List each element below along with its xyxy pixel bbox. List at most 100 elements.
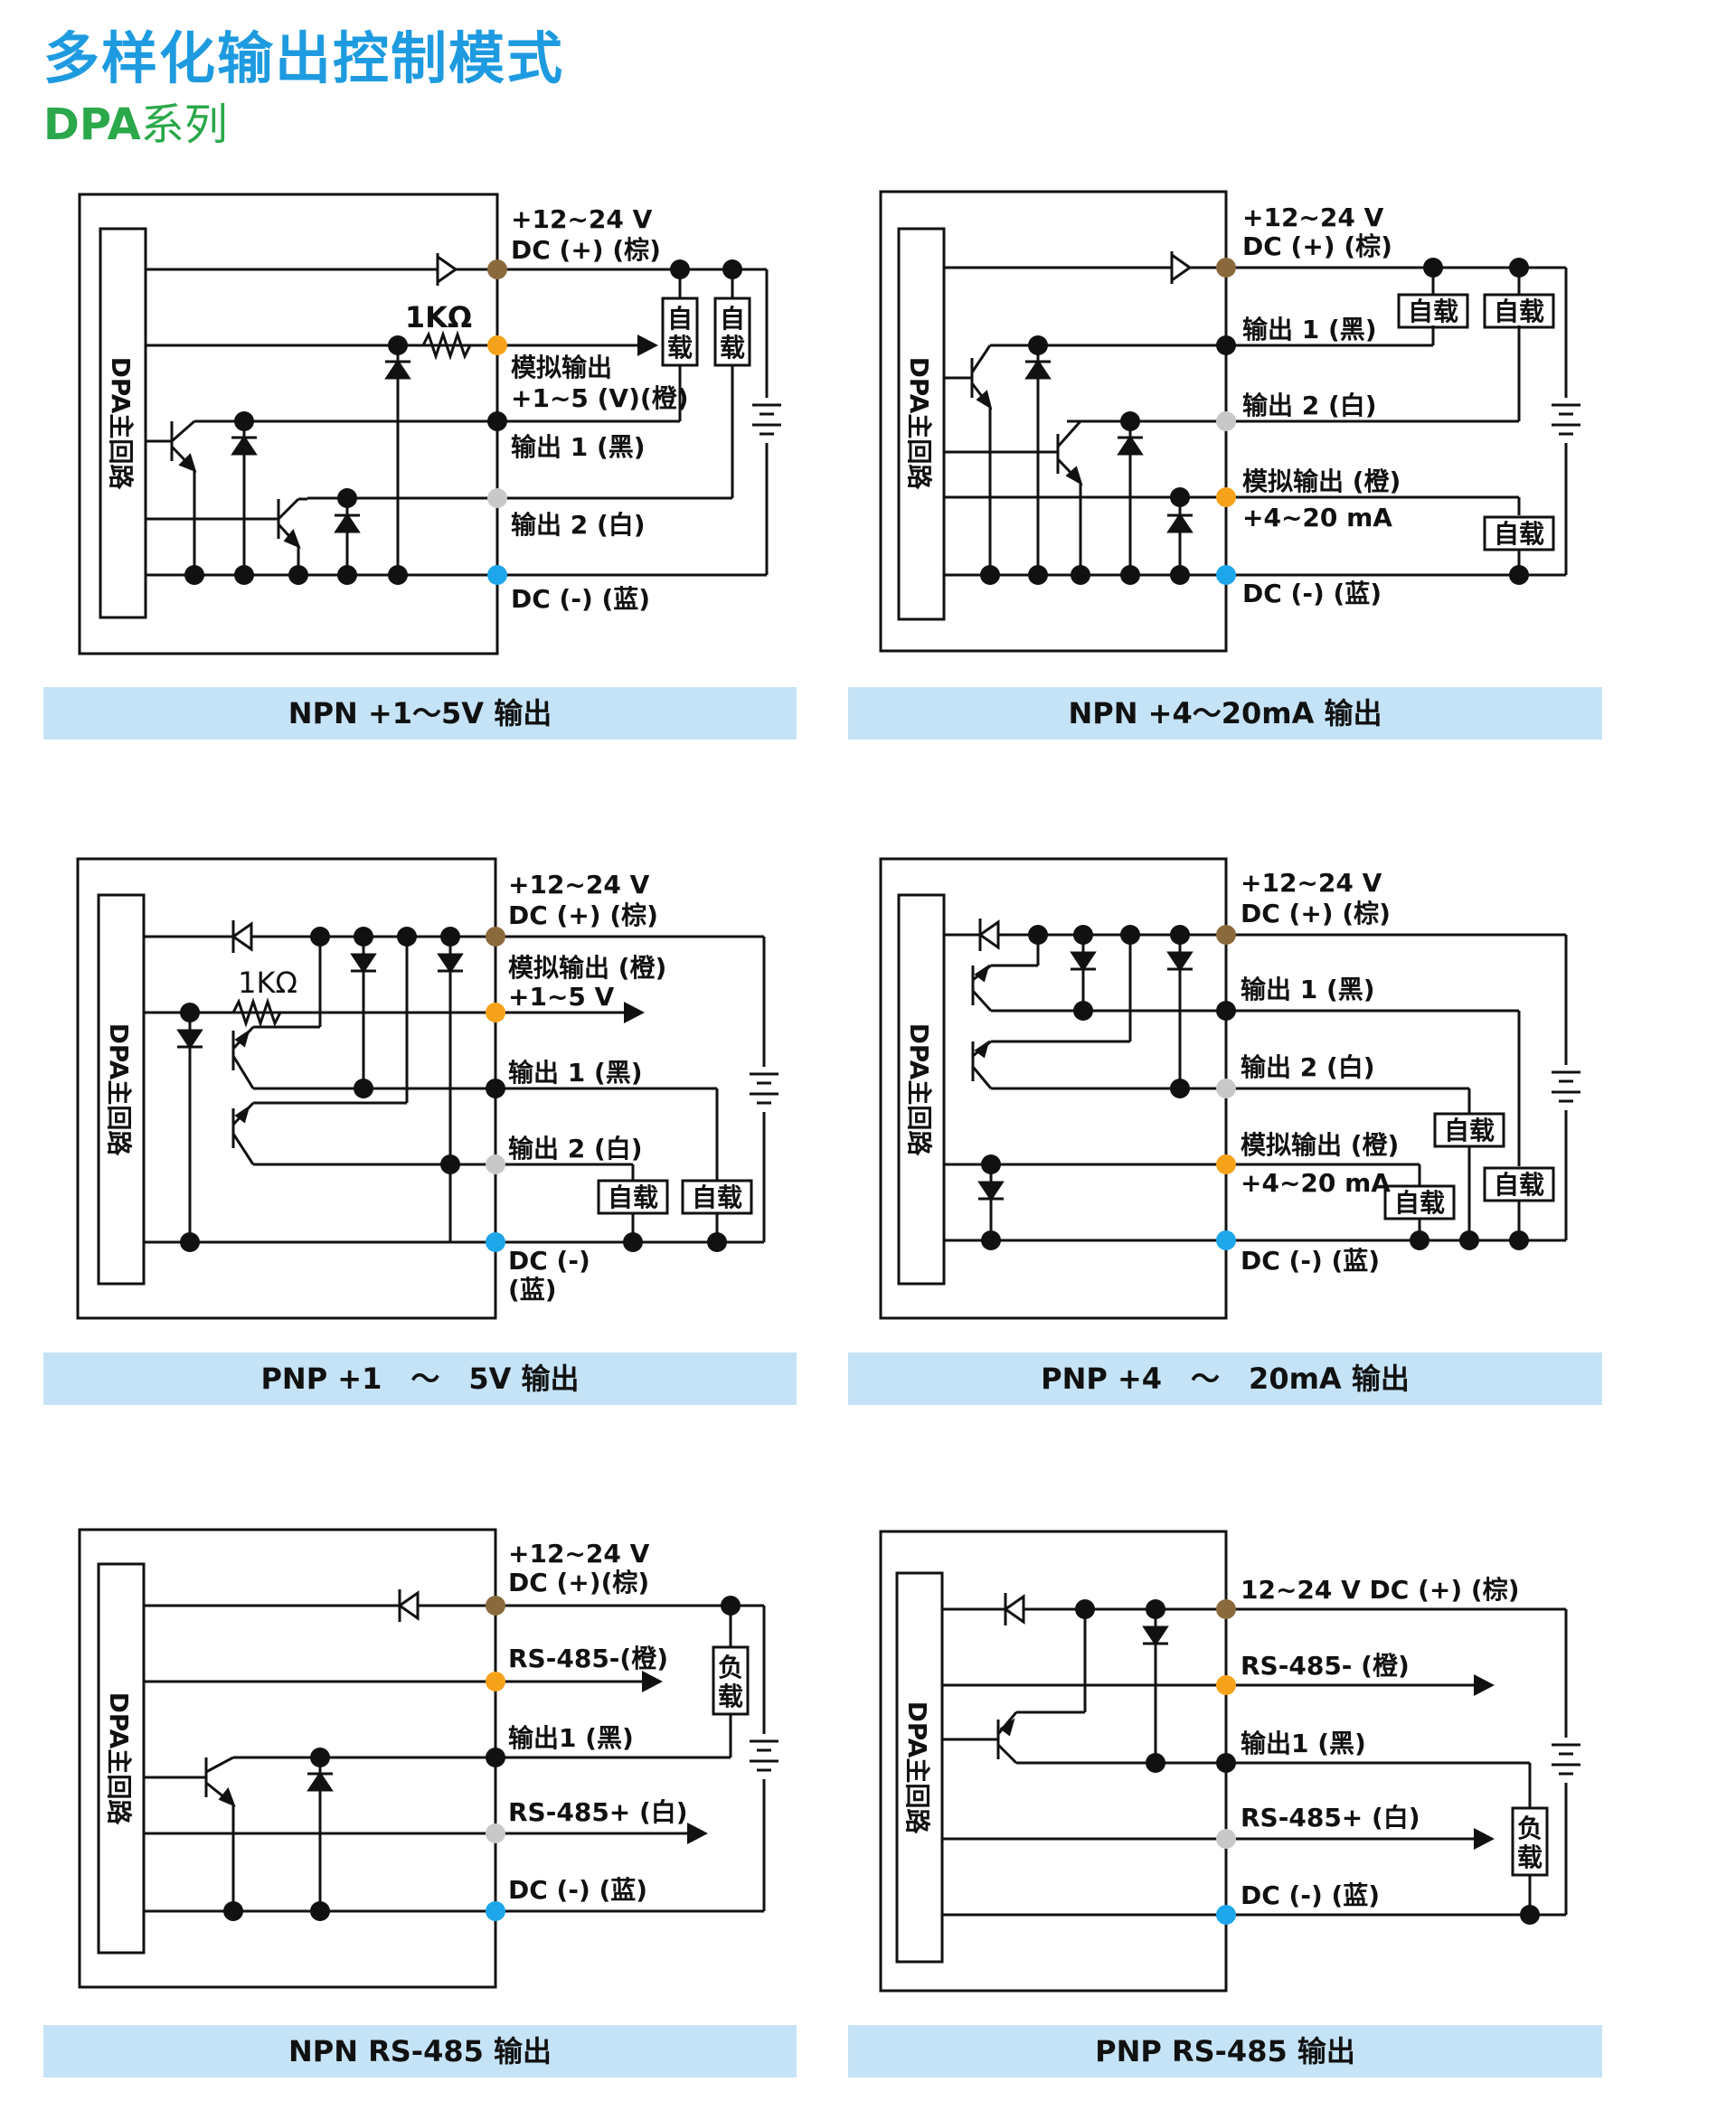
label-vplus: +12~24 V	[508, 870, 650, 900]
diagram-npn-4-20ma: DPA主回路 自载 自载 自载	[0, 0, 1736, 750]
resistor-icon	[190, 997, 320, 1028]
caption-pnp-1-5v: PNP +1 ～ 5V 输出	[43, 1352, 797, 1405]
transistor-icon	[974, 964, 990, 983]
transistor-icon	[999, 1718, 1015, 1737]
label-rs485-minus: RS-485-(橙)	[508, 1644, 668, 1673]
terminal-blue	[1216, 565, 1236, 585]
label-out2: 输出 2 (白)	[508, 1134, 643, 1164]
arrow-icon	[624, 1002, 645, 1023]
terminal-brown	[1216, 258, 1236, 278]
terminal-brown	[1216, 925, 1236, 945]
terminal-blue	[487, 565, 507, 585]
label-vplus: +12~24 V	[1242, 203, 1384, 232]
terminal-white	[486, 1823, 505, 1843]
transistor-icon	[1065, 466, 1083, 486]
zener-icon	[1166, 951, 1194, 972]
load-box	[1397, 293, 1469, 329]
caption-npn-4-20ma: NPN +4～20mA 输出	[848, 687, 1602, 740]
pnp-1-5v-schematic: DPA主回路 1KΩ 自载 自载	[76, 857, 778, 1320]
label-dcminus: DC (-)	[508, 1246, 590, 1276]
terminal-brown	[1216, 1599, 1236, 1619]
battery-icon	[750, 1067, 778, 1112]
page-subtitle: DPA系列	[43, 89, 228, 152]
load-label: 自载	[1494, 519, 1544, 549]
load-label: 自	[720, 304, 745, 334]
label-dcminus-color: (蓝)	[508, 1275, 557, 1305]
caption-pnp-rs485: PNP RS-485 输出	[848, 2025, 1602, 2078]
load-label: 载	[667, 333, 693, 363]
terminal-black	[487, 411, 507, 431]
zener-icon	[384, 359, 411, 380]
load-label: 自载	[692, 1182, 742, 1212]
load-label: 负	[1517, 1814, 1543, 1843]
terminal-white	[486, 1154, 505, 1174]
diode-icon	[977, 919, 1000, 950]
terminal-orange	[1216, 487, 1236, 507]
zener-icon	[1166, 513, 1194, 533]
zener-icon	[307, 1771, 334, 1792]
main-circuit-box	[897, 893, 946, 1286]
label-out1: 输出1 (黑)	[508, 1723, 634, 1753]
label-rs485-plus: RS-485+ (白)	[508, 1797, 688, 1827]
zener-icon	[1117, 435, 1144, 456]
battery-icon	[1552, 398, 1580, 443]
load-label: 自载	[1494, 297, 1544, 326]
page-title: 多样化输出控制模式	[43, 25, 565, 91]
load-box	[1483, 293, 1555, 329]
label-analog-range: +1~5 (V)(橙)	[511, 383, 689, 413]
terminal-blue	[486, 1232, 505, 1252]
diode-icon	[1003, 1594, 1025, 1625]
pnp-4-20ma-schematic: DPA主回路 自载 自载 自载	[879, 857, 1580, 1320]
caption-npn-rs485: NPN RS-485 输出	[43, 2025, 797, 2078]
zener-icon	[350, 953, 377, 974]
main-circuit-box	[99, 227, 147, 619]
terminal-orange	[486, 1672, 505, 1691]
zener-icon	[176, 1029, 203, 1050]
terminal-black	[1216, 335, 1236, 355]
zener-icon	[977, 1181, 1005, 1201]
resistor-label: 1KΩ	[238, 966, 297, 1000]
label-out1: 输出 1 (黑)	[511, 432, 646, 462]
terminal-black	[486, 1079, 505, 1098]
label-vplus: +12~24 V	[1241, 868, 1382, 898]
diode-icon	[397, 1590, 420, 1621]
transistor-icon	[974, 1040, 990, 1059]
label-analog: 模拟输出 (橙)	[508, 953, 666, 983]
terminal-white	[487, 488, 507, 508]
caption-npn-1-5v: NPN +1～5V 输出	[43, 687, 797, 740]
diagram-npn-rs485: DPA主回路 负 载 +12~24 V DC (+)(棕) RS-485-(橙)…	[0, 0, 868, 2097]
main-circuit-label: DPA主回路	[104, 1023, 134, 1157]
terminal-black	[1216, 1753, 1236, 1773]
label-dcplus: DC (+) (棕)	[508, 900, 658, 930]
main-circuit-label: DPA主回路	[106, 357, 136, 491]
transistor-icon	[234, 1029, 250, 1048]
terminal-orange	[487, 335, 507, 355]
main-circuit-box	[897, 227, 946, 621]
label-vplus: +12~24 V	[508, 1539, 650, 1569]
label-out2: 输出 2 (白)	[511, 510, 646, 540]
label-analog-range: +4~20 mA	[1241, 1168, 1391, 1198]
battery-icon	[750, 1734, 778, 1779]
transistor-icon	[976, 390, 993, 410]
diode-icon	[231, 921, 253, 952]
diagram-pnp-4-20ma: DPA主回路 自载 自载 自载	[879, 857, 1580, 1320]
zener-icon	[1070, 951, 1097, 972]
load-label: 自载	[1444, 1116, 1495, 1145]
main-circuit-label: DPA主回路	[902, 1701, 932, 1835]
main-circuit-label: DPA主回路	[904, 357, 934, 491]
transistor-icon	[178, 453, 197, 473]
battery-icon	[1552, 1738, 1580, 1783]
label-out2: 输出 2 (白)	[1242, 391, 1377, 420]
label-out1: 输出1 (黑)	[1241, 1729, 1366, 1758]
terminal-blue	[1216, 1905, 1236, 1925]
label-dcminus: DC (-) (蓝)	[508, 1875, 647, 1905]
label-analog-range: +4~20 mA	[1242, 503, 1392, 532]
label-out1: 输出 1 (黑)	[1241, 975, 1375, 1004]
junction-dots	[180, 927, 727, 1252]
load-label: 自载	[1394, 1188, 1445, 1218]
battery-icon	[1552, 1065, 1580, 1110]
terminal-brown	[487, 259, 507, 279]
label-rs485-plus: RS-485+ (白)	[1241, 1803, 1420, 1833]
zener-icon	[231, 435, 258, 456]
label-dcplus: 12~24 V DC (+) (棕)	[1241, 1575, 1520, 1605]
